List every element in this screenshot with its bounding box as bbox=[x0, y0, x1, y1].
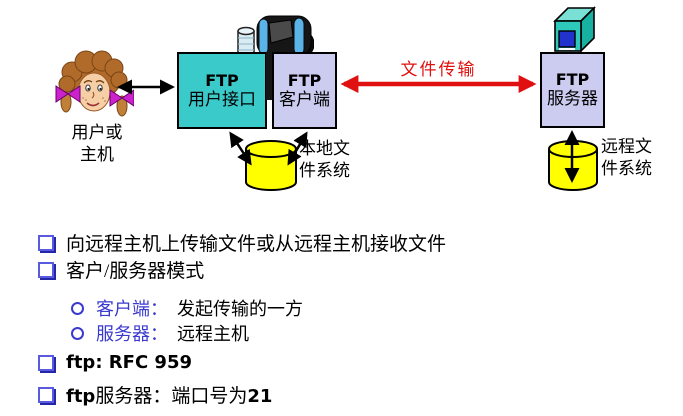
remote-fs-caption: 远程文 件系统 bbox=[601, 137, 652, 178]
ftp-server-title: FTP bbox=[555, 70, 590, 90]
circle-bullet-icon bbox=[71, 326, 84, 340]
ftp-client-box: FTP 客户端 bbox=[272, 52, 337, 129]
square-bullet-icon bbox=[38, 386, 54, 403]
bullet-text: 远程主机 bbox=[177, 324, 249, 344]
ftp-prefix: ftp bbox=[66, 386, 96, 407]
remote-disk-icon bbox=[548, 140, 598, 191]
ftp-server-subtitle: 服务器 bbox=[547, 89, 598, 109]
server-term: 服务器： bbox=[96, 324, 168, 344]
file-transfer-label: 文件传输 bbox=[400, 60, 477, 79]
local-disk-icon bbox=[245, 140, 297, 191]
circle-bullet-icon bbox=[71, 301, 84, 315]
square-bullet-icon bbox=[38, 234, 54, 251]
local-fs-caption: 本地文 件系统 bbox=[299, 139, 350, 180]
bullet-text: 向远程主机上传输文件或从远程主机接收文件 bbox=[66, 234, 447, 255]
client-term: 客户端： bbox=[96, 299, 168, 319]
server-computer-icon bbox=[553, 6, 596, 53]
bullet-text: ftp服务器：端口号为21 bbox=[66, 381, 272, 408]
bullet-row-2: 客户/服务器模式 bbox=[38, 256, 204, 283]
user-caption: 用户或 主机 bbox=[71, 123, 123, 164]
bullet-row-3: 客户端： 发起传输的一方 bbox=[71, 295, 303, 321]
ftp-server-box: FTP 服务器 bbox=[540, 52, 605, 128]
client-computer-icon bbox=[237, 15, 314, 57]
ftp-user-interface-title: FTP bbox=[205, 70, 239, 90]
bullet-row-5: ftp: RFC 959 bbox=[38, 352, 192, 373]
bullet-text: 客户/服务器模式 bbox=[66, 261, 205, 282]
bullet-text: 发起传输的一方 bbox=[177, 299, 303, 319]
bullet-row-1: 向远程主机上传输文件或从远程主机接收文件 bbox=[38, 229, 446, 256]
square-bullet-icon bbox=[38, 354, 54, 371]
bullet-term: 服务器： 远程主机 bbox=[96, 320, 249, 346]
bullet-row-6: ftp服务器：端口号为21 bbox=[38, 381, 272, 408]
port-number: 21 bbox=[247, 386, 273, 407]
user-icon bbox=[55, 50, 134, 117]
square-bullet-icon bbox=[38, 261, 54, 278]
monitor-stand-strip bbox=[266, 52, 272, 100]
bullet-cjk: 服务器：端口号为 bbox=[95, 386, 248, 407]
ftp-user-interface-box: FTP 用户接口 bbox=[177, 52, 267, 129]
ftp-client-subtitle: 客户端 bbox=[279, 89, 330, 109]
ftp-client-title: FTP bbox=[287, 70, 322, 90]
ftp-user-interface-subtitle: 用户接口 bbox=[188, 89, 256, 109]
bullet-term: 客户端： 发起传输的一方 bbox=[96, 295, 303, 321]
bullet-text: ftp: RFC 959 bbox=[66, 352, 192, 373]
bullet-row-4: 服务器： 远程主机 bbox=[71, 320, 249, 346]
